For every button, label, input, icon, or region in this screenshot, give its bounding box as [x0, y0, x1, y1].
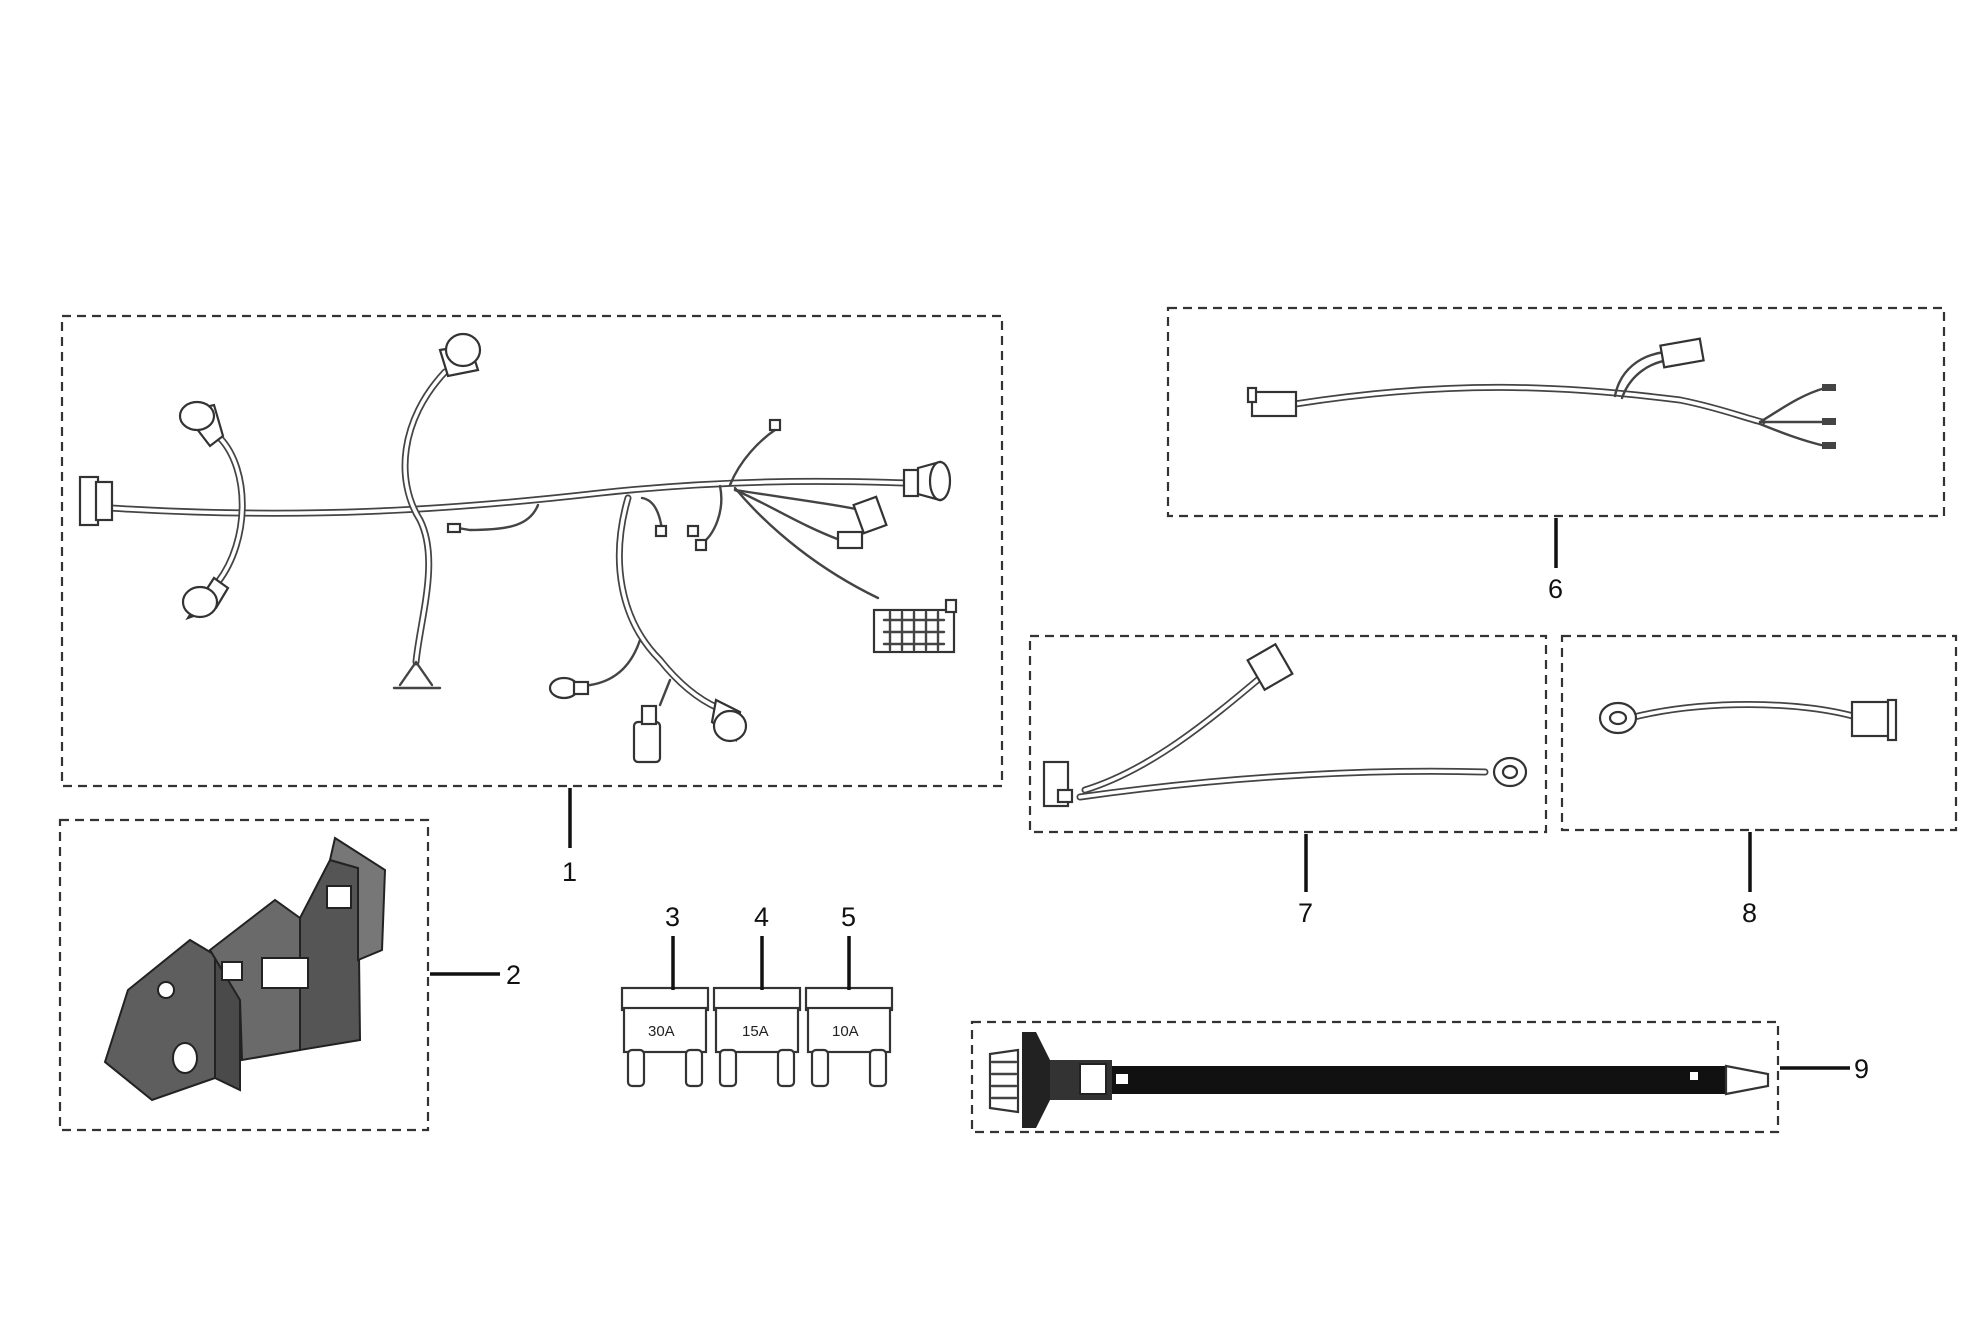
part-8-ground-lead: [1560, 634, 1958, 832]
part-6-wire-lead: [1166, 306, 1946, 518]
fuse-rating: 15A: [742, 1023, 769, 1040]
harness-connector: [632, 720, 662, 764]
ring-terminal-icon: [1598, 701, 1638, 735]
lamp-socket-icon: [710, 698, 748, 743]
callout-4: 4: [754, 902, 769, 932]
part-8-frame: [1560, 634, 1958, 832]
fuse-rating: 30A: [648, 1023, 675, 1040]
callout-1: 1: [562, 857, 577, 887]
part-4-fuse: 15A: [712, 986, 802, 1088]
callout-9: 9: [1854, 1054, 1869, 1084]
callout-labels: 1 2 3 4 5 6 7 8 9: [506, 574, 1869, 1084]
ring-terminal-icon: [1492, 756, 1528, 788]
part-3-fuse: 30A: [620, 986, 710, 1088]
part-1-main-harness: [60, 314, 1004, 788]
part-7-wire-lead: [1028, 634, 1548, 834]
part-9-cable-tie: [970, 1020, 1780, 1134]
callout-5: 5: [841, 902, 856, 932]
part-1-frame: [60, 314, 1004, 788]
terminal-connector: [1659, 337, 1705, 369]
part-2-frame: [58, 818, 430, 1132]
multi-pin-connector: [872, 598, 958, 654]
lamp-socket-icon: [181, 576, 230, 621]
callout-7: 7: [1298, 898, 1313, 928]
callout-2: 2: [506, 960, 521, 990]
part-5-fuse: 10A: [804, 986, 894, 1088]
lamp-socket-icon: [438, 332, 482, 378]
harness-connector: [836, 530, 864, 550]
part-9-frame: [970, 1020, 1780, 1134]
part-2-bracket: [58, 818, 430, 1132]
terminal-connector: [1250, 390, 1298, 418]
part-6-frame: [1166, 306, 1946, 518]
fuse-rating: 10A: [832, 1023, 859, 1040]
leader-lines: [430, 518, 1850, 1070]
lamp-socket-icon: [548, 676, 590, 700]
callout-8: 8: [1742, 898, 1757, 928]
callout-3: 3: [665, 902, 680, 932]
part-7-frame: [1028, 634, 1548, 834]
callout-6: 6: [1548, 574, 1563, 604]
terminal-connector: [1246, 642, 1294, 692]
lamp-socket-icon: [178, 400, 225, 448]
lamp-socket-icon: [902, 460, 952, 502]
